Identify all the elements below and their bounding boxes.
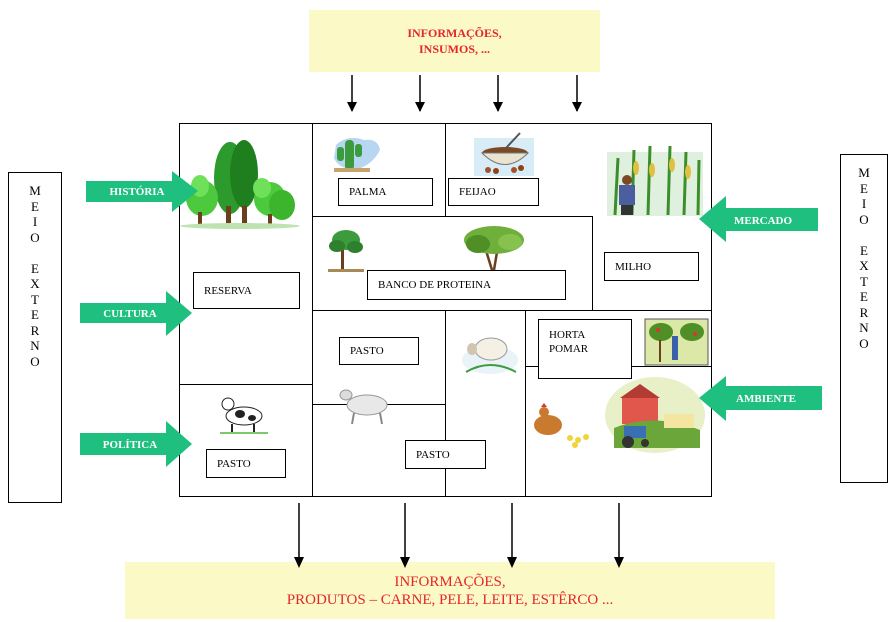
right-letter: E xyxy=(860,180,868,196)
arrowhead xyxy=(572,102,582,112)
right-external-box: M E I O E X T E R N O xyxy=(840,154,888,483)
right-letter: O xyxy=(859,211,869,227)
right-letter: X xyxy=(859,258,869,273)
outputs-box: INFORMAÇÕES, PRODUTOS – CARNE, PELE, LEI… xyxy=(125,562,775,619)
output-arrowheads xyxy=(294,557,624,568)
banco-proteina-label: BANCO DE PROTEINA xyxy=(367,270,566,300)
outputs-line1: INFORMAÇÕES, xyxy=(394,573,506,590)
pomar-text: POMAR xyxy=(549,343,589,355)
ambiente-arrow: AMBIENTE xyxy=(699,376,822,421)
input-arrows xyxy=(351,75,578,111)
politica-label: POLÍTICA xyxy=(103,439,157,451)
sheep-icon xyxy=(462,337,518,374)
mercado-arrow: MERCADO xyxy=(699,196,818,242)
horta-text: HORTA xyxy=(549,329,586,341)
left-letter: T xyxy=(31,291,39,307)
right-letter: M xyxy=(858,165,870,180)
output-arrows xyxy=(298,503,620,560)
farm-tractor-icon xyxy=(605,377,705,453)
pasto-cow-label: PASTO xyxy=(206,449,286,478)
arrowhead xyxy=(400,557,410,568)
palma-label: PALMA xyxy=(338,178,433,206)
left-letter: I xyxy=(32,214,38,229)
beans-icon xyxy=(474,132,534,176)
left-external-box: M E I O E X T E R N O xyxy=(8,172,62,503)
inputs-box: INFORMAÇÕES, INSUMOS, ... xyxy=(309,10,600,72)
right-letter: E xyxy=(860,242,868,258)
chicken-icon xyxy=(534,403,589,448)
input-arrowheads xyxy=(347,102,582,112)
left-letter: E xyxy=(31,260,39,276)
forest-icon xyxy=(180,140,300,229)
mercado-label: MERCADO xyxy=(734,215,792,227)
historia-arrow: HISTÓRIA xyxy=(86,171,198,212)
goat-icon xyxy=(339,389,388,425)
arrowhead xyxy=(347,102,357,112)
ambiente-label: AMBIENTE xyxy=(736,393,796,405)
cow-icon xyxy=(220,397,268,434)
inputs-line1: INFORMAÇÕES, xyxy=(407,26,502,40)
small-tree-icon xyxy=(328,230,364,272)
arrowhead xyxy=(415,102,425,112)
left-letter: N xyxy=(30,338,40,353)
left-letter: E xyxy=(31,307,39,322)
cultura-label: CULTURA xyxy=(103,308,156,320)
feijao-label: FEIJAO xyxy=(448,178,539,206)
left-letter: R xyxy=(30,322,40,338)
left-letter: O xyxy=(30,353,40,369)
right-letter: N xyxy=(859,320,869,335)
orchard-icon xyxy=(644,318,709,366)
left-letter: O xyxy=(30,229,40,245)
arrowhead xyxy=(614,557,624,568)
arrowhead xyxy=(507,557,517,568)
right-letter: O xyxy=(859,335,869,351)
pasto-goat-label: PASTO xyxy=(405,440,486,469)
leguminous-tree-icon xyxy=(464,226,524,271)
outputs-line2: PRODUTOS – CARNE, PELE, LEITE, ESTÊRCO .… xyxy=(286,591,614,608)
corn-farmer-icon xyxy=(607,145,703,216)
politica-arrow: POLÍTICA xyxy=(80,421,192,467)
left-letter: X xyxy=(30,276,40,291)
horta-pomar-label: HORTA POMAR xyxy=(538,319,632,379)
milho-label: MILHO xyxy=(604,252,699,281)
right-letter: E xyxy=(860,289,868,304)
cultura-arrow: CULTURA xyxy=(80,291,192,336)
pasto-label: PASTO xyxy=(339,337,419,365)
arrowhead xyxy=(493,102,503,112)
cactus-icon xyxy=(334,137,380,172)
inputs-line2: INSUMOS, ... xyxy=(418,42,490,56)
reserva-label: RESERVA xyxy=(193,272,300,309)
left-letter: E xyxy=(31,198,39,214)
right-letter: T xyxy=(860,273,868,289)
right-letter: R xyxy=(859,304,869,320)
arrowhead xyxy=(294,557,304,568)
historia-label: HISTÓRIA xyxy=(109,186,164,198)
left-letter: M xyxy=(29,183,41,198)
right-letter: I xyxy=(861,196,867,211)
